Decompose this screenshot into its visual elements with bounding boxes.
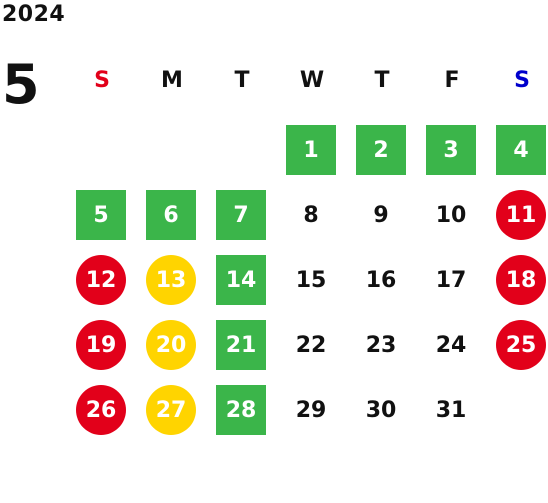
day-cell: 23 <box>365 332 397 358</box>
weekday-label: W <box>299 68 325 93</box>
day-cell: 19 <box>76 320 126 370</box>
day-cell: 12 <box>76 255 126 305</box>
day-cell: 16 <box>365 267 397 293</box>
weekday-label: F <box>444 68 460 93</box>
day-cell: 25 <box>496 320 546 370</box>
day-cell: 1 <box>286 125 336 175</box>
weekday-label: S <box>514 68 530 93</box>
day-cell: 15 <box>295 267 327 293</box>
weekday-label: T <box>374 68 390 93</box>
day-cell: 27 <box>146 385 196 435</box>
day-cell: 26 <box>76 385 126 435</box>
day-cell: 17 <box>435 267 467 293</box>
day-cell: 8 <box>303 202 319 228</box>
day-cell: 22 <box>295 332 327 358</box>
day-cell: 4 <box>496 125 546 175</box>
weekday-label: S <box>94 68 110 93</box>
day-cell: 14 <box>216 255 266 305</box>
day-cell: 24 <box>435 332 467 358</box>
day-cell: 31 <box>435 397 467 423</box>
day-cell: 13 <box>146 255 196 305</box>
day-cell: 18 <box>496 255 546 305</box>
day-cell: 2 <box>356 125 406 175</box>
day-cell: 3 <box>426 125 476 175</box>
weekday-label: T <box>234 68 250 93</box>
month-number: 5 <box>2 53 40 116</box>
day-cell: 11 <box>496 190 546 240</box>
day-cell: 9 <box>373 202 389 228</box>
day-cell: 6 <box>146 190 196 240</box>
day-cell: 21 <box>216 320 266 370</box>
weekday-label: M <box>161 68 183 93</box>
day-cell: 30 <box>365 397 397 423</box>
day-cell: 29 <box>295 397 327 423</box>
day-cell: 5 <box>76 190 126 240</box>
year-label: 2024 <box>2 2 66 27</box>
day-cell: 20 <box>146 320 196 370</box>
day-cell: 7 <box>216 190 266 240</box>
day-cell: 10 <box>435 202 467 228</box>
day-cell: 28 <box>216 385 266 435</box>
